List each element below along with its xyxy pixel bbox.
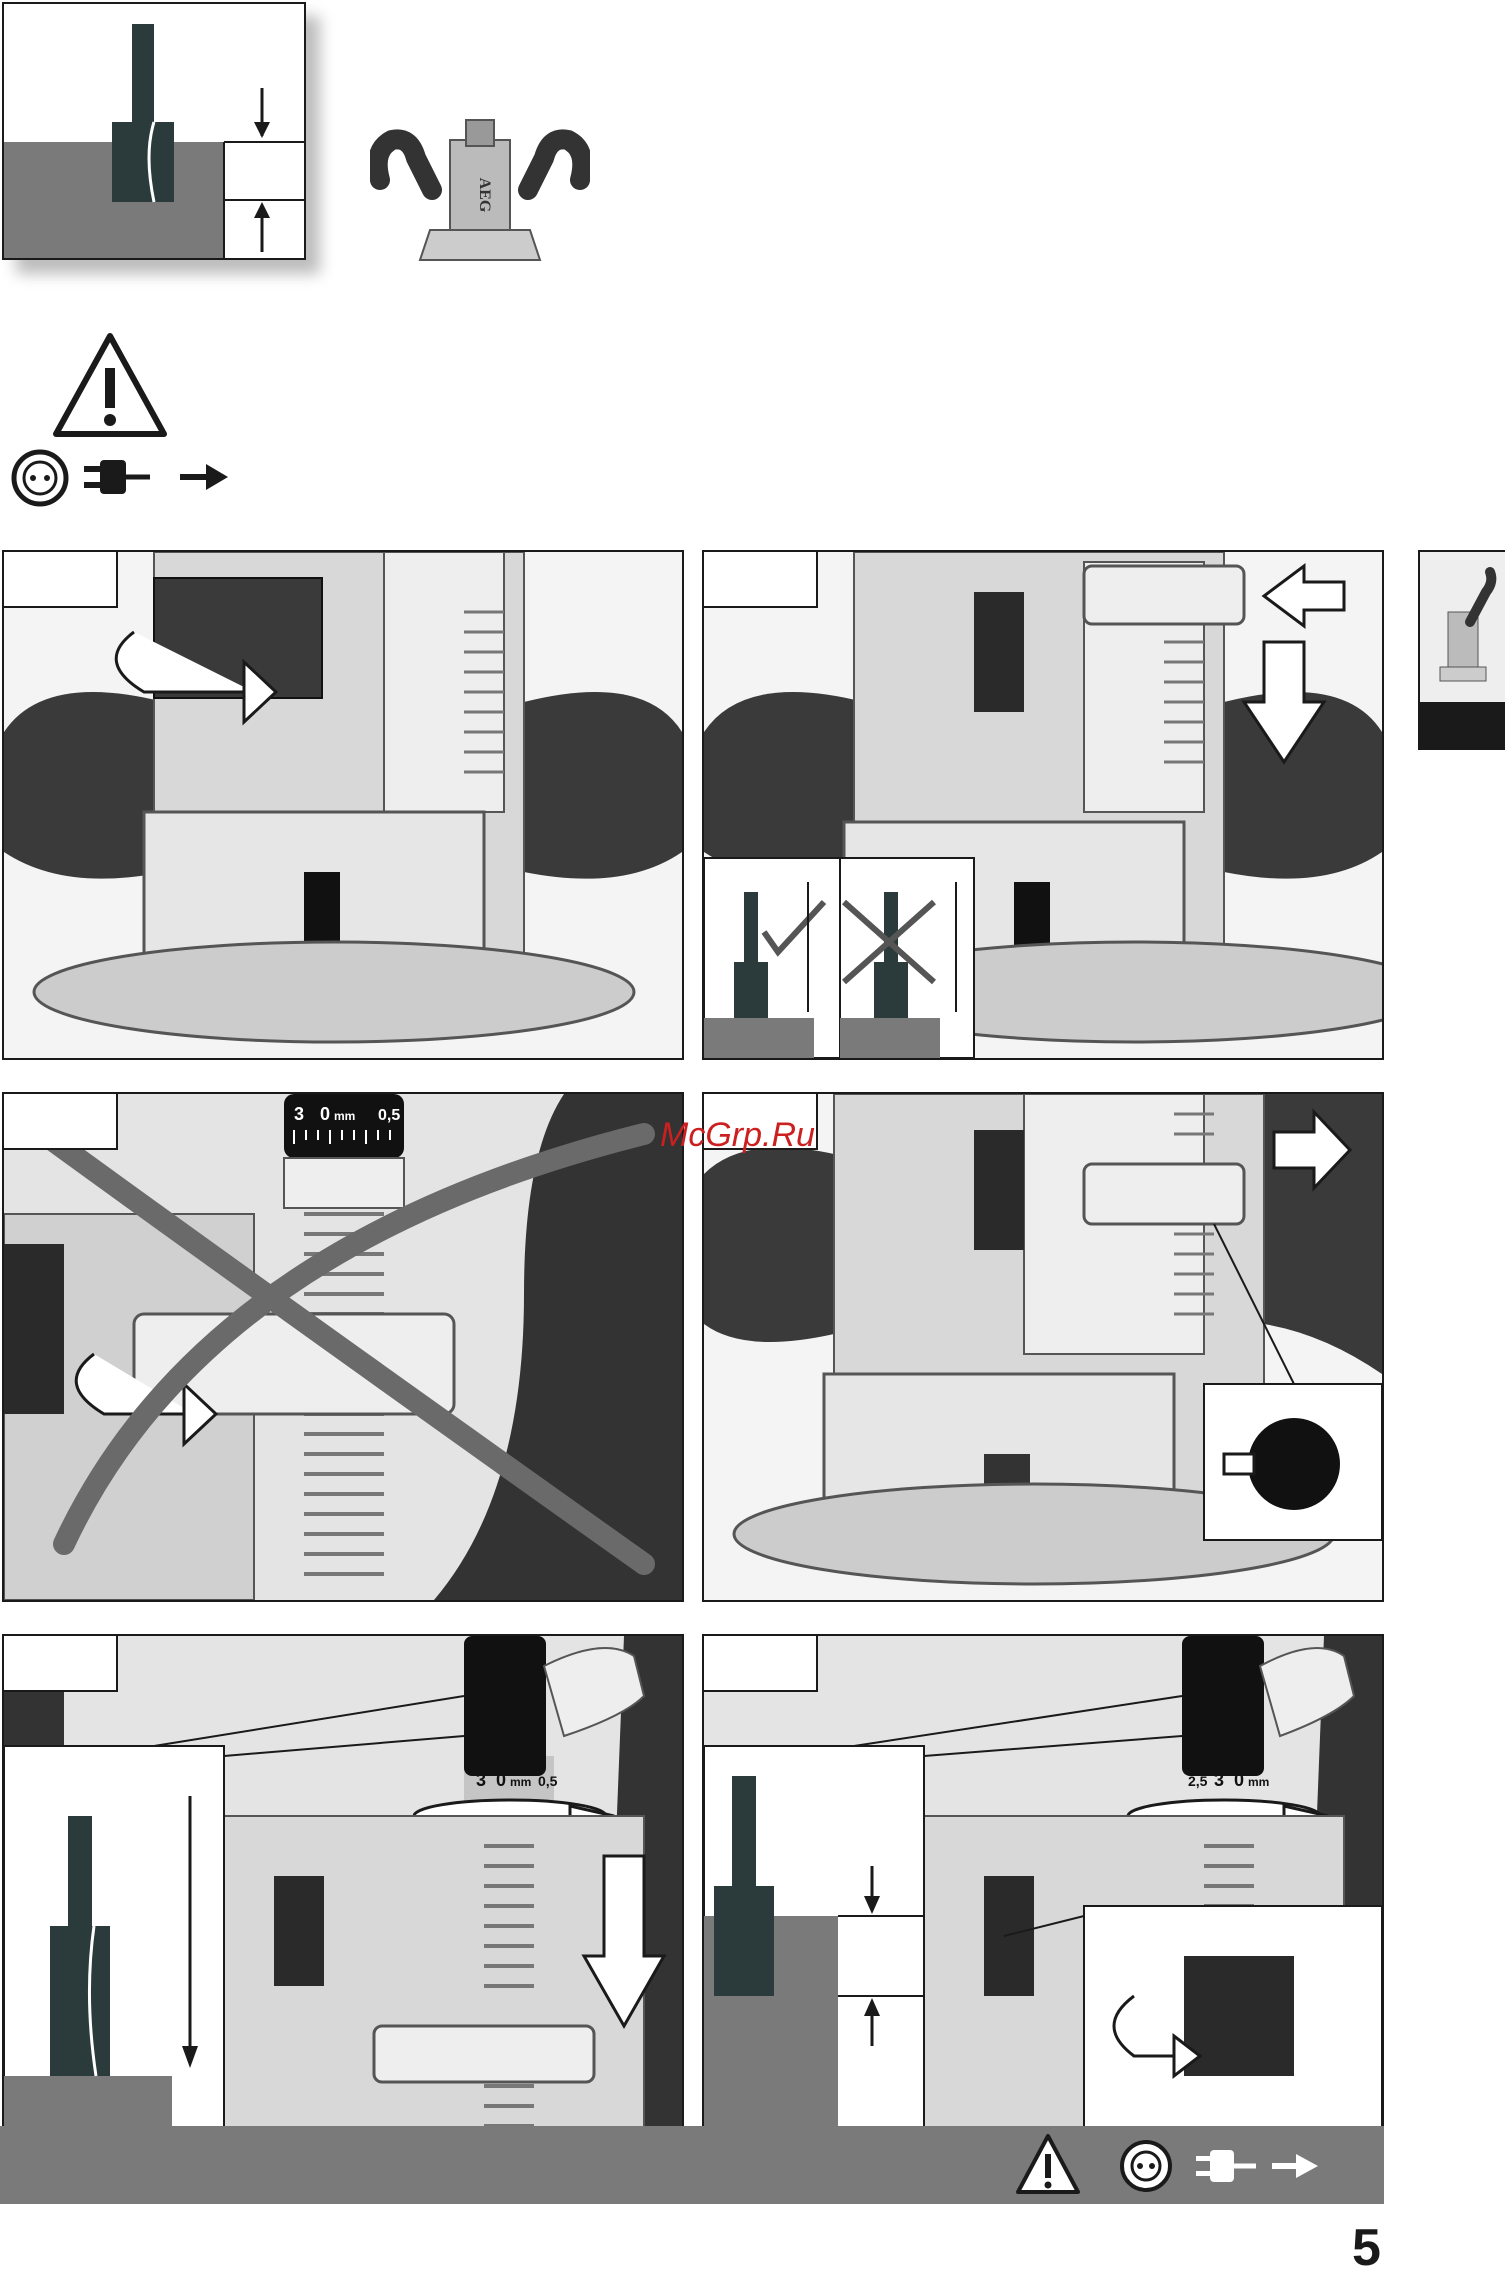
knob-inset: [1204, 1384, 1382, 1540]
depth-scale-label: 3: [1214, 1770, 1224, 1790]
right-arrow-icon: [1264, 566, 1344, 626]
plug-icon: [1196, 2150, 1256, 2182]
depth-diagram: [2, 2, 306, 260]
depth-scale-label: 3: [294, 1104, 304, 1124]
router-tool-illustration: AEG: [370, 100, 590, 265]
panel-tab: [704, 1636, 818, 1692]
brand-logo: AEG: [476, 178, 493, 213]
lock-inset: [1084, 1906, 1382, 2142]
depth-scale-label: 0: [1234, 1770, 1244, 1790]
depth-scale-unit: mm: [1248, 1775, 1269, 1789]
warning-icon: [50, 330, 170, 440]
depth-scale-label: 2,5: [1188, 1773, 1208, 1789]
depth-inset: [4, 1746, 224, 2142]
depth-check-inset: [704, 858, 974, 1058]
depth-scale-unit: mm: [334, 1109, 355, 1123]
arrow-right-icon: [180, 464, 228, 490]
figure-panel-b: [702, 550, 1384, 1060]
bottom-warning-bar: [0, 2126, 1384, 2204]
panel-tab: [704, 552, 818, 608]
arrow-right-icon: [1272, 2154, 1318, 2178]
depth-inset: [704, 1746, 924, 2142]
side-thumbnail: [1418, 550, 1505, 750]
figure-panel-a: [2, 550, 684, 1060]
depth-scale-label: 0,5: [378, 1107, 400, 1124]
panel-tab: [4, 1094, 118, 1150]
depth-scale-label: 0: [320, 1104, 330, 1124]
watermark: McGrp.Ru: [660, 1116, 815, 1155]
figure-panel-f: 2,5 3 0 mm: [702, 1634, 1384, 2144]
socket-icon: [14, 452, 66, 504]
plug-icon: [84, 460, 150, 494]
panel-tab: [4, 552, 118, 608]
figure-panel-d: [702, 1092, 1384, 1602]
router-bit-depth-illustration: [4, 4, 304, 258]
socket-icon: [1122, 2142, 1170, 2190]
panel-tab: [4, 1636, 118, 1692]
figure-panel-e: 3 0 mm 0,5: [2, 1634, 684, 2144]
figure-panel-c: 3 0 mm 0,5: [2, 1092, 684, 1602]
unplug-sequence: [10, 448, 230, 508]
warning-icon: [1018, 2136, 1078, 2192]
page-number: 5: [1352, 2218, 1381, 2278]
